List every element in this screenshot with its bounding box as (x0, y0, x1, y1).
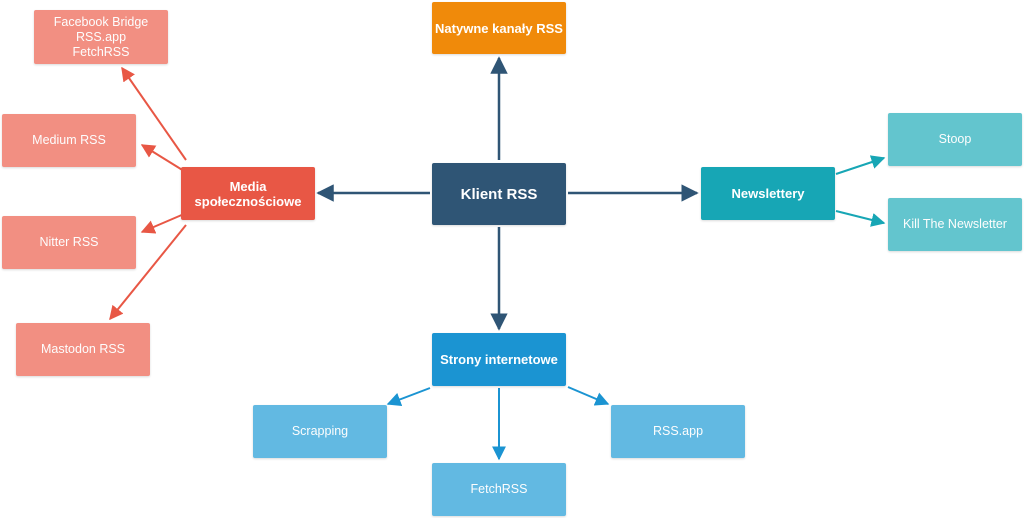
node-medium-rss-label: Medium RSS (32, 133, 106, 147)
arrow-social-to-nitter (140, 213, 185, 234)
node-websites-label: Strony internetowe (440, 352, 558, 367)
node-newsletters: Newslettery (701, 167, 835, 220)
node-scrapping-label: Scrapping (291, 424, 349, 438)
node-scrapping: Scrapping (253, 405, 387, 458)
arrow-web-to-rssapp (567, 386, 610, 406)
arrow-social-to-mastodon (109, 224, 187, 321)
node-websites: Strony internetowe (432, 333, 566, 386)
arrow-web-to-scrapping (386, 387, 431, 407)
node-rss-app: RSS.app (611, 405, 745, 458)
node-kill-the-newsletter-label: Kill The Newsletter (903, 217, 1007, 231)
node-social-bridges-line-3: FetchRSS (72, 44, 130, 59)
node-rss-app-label: RSS.app (652, 424, 704, 438)
arrow-newsletter-to-kill (835, 210, 886, 227)
arrow-social-to-medium (140, 144, 185, 172)
node-social-bridges-line-1: Facebook Bridge (53, 14, 149, 29)
node-klient-rss: Klient RSS (432, 163, 566, 225)
arrow-newsletter-to-stoop (835, 155, 886, 175)
node-stoop-label: Stoop (938, 132, 972, 146)
node-mastodon-rss: Mastodon RSS (16, 323, 150, 376)
node-social-bridges-line-2: RSS.app (75, 29, 127, 44)
node-medium-rss: Medium RSS (2, 114, 136, 167)
node-fetchrss-label: FetchRSS (470, 482, 528, 496)
node-nitter-rss-label: Nitter RSS (39, 235, 99, 249)
node-social-bridges: Facebook Bridge RSS.app FetchRSS (34, 10, 168, 64)
node-social-media: Media społecznościowe (181, 167, 315, 220)
node-klient-rss-label: Klient RSS (460, 185, 538, 203)
node-social-media-line-1: Media (229, 178, 267, 194)
node-native-rss: Natywne kanały RSS (432, 2, 566, 54)
node-social-media-line-2: społecznościowe (194, 193, 302, 209)
node-stoop: Stoop (888, 113, 1022, 166)
node-fetchrss: FetchRSS (432, 463, 566, 516)
node-nitter-rss: Nitter RSS (2, 216, 136, 269)
node-mastodon-rss-label: Mastodon RSS (40, 342, 126, 356)
node-kill-the-newsletter: Kill The Newsletter (888, 198, 1022, 251)
arrow-social-to-bridges (121, 66, 187, 161)
node-newsletters-label: Newslettery (731, 186, 805, 201)
node-native-rss-label: Natywne kanały RSS (435, 20, 563, 36)
